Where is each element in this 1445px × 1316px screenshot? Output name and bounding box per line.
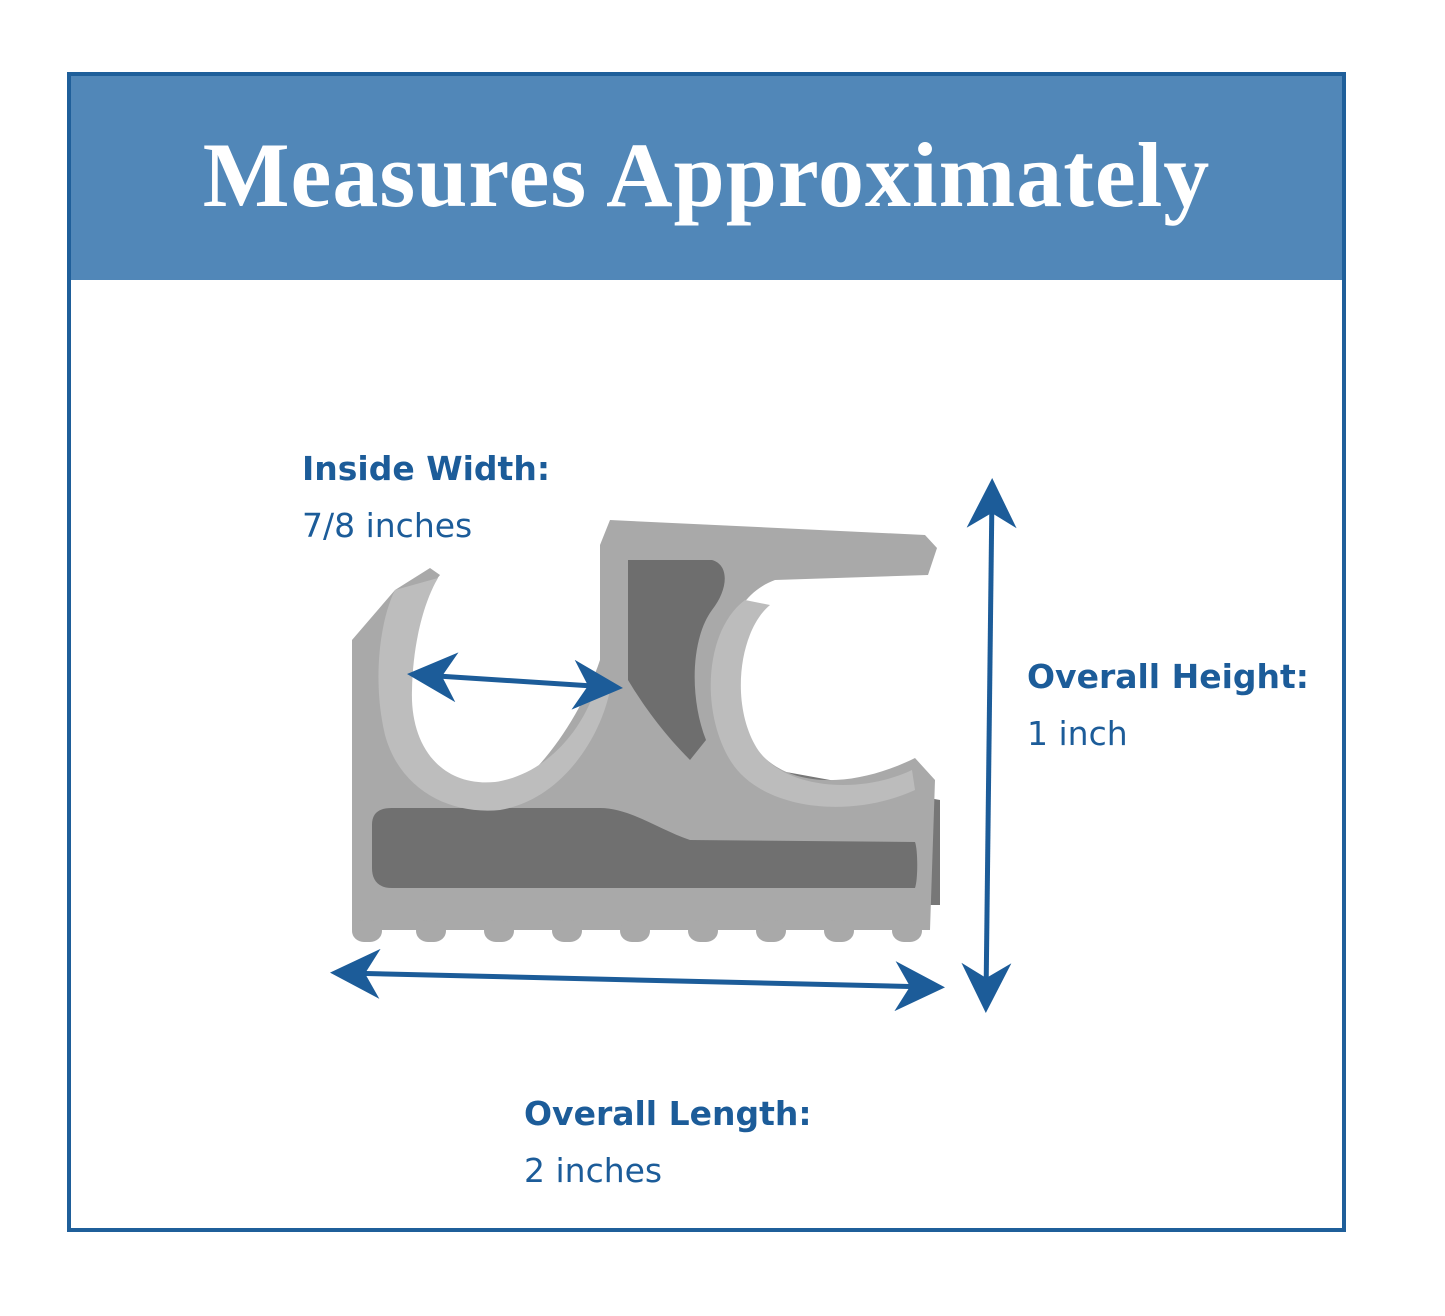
inside-width-label: Inside Width: 7/8 inches	[302, 448, 550, 547]
overall-height-label: Overall Height: 1 inch	[1027, 656, 1309, 755]
pipe-clip-right-hook	[710, 600, 915, 807]
tooth	[892, 920, 922, 942]
tooth	[688, 920, 718, 942]
overall-height-arrow	[961, 478, 1017, 1013]
tooth	[484, 920, 514, 942]
overall-height-heading: Overall Height:	[1027, 657, 1309, 696]
inside-width-value: 7/8 inches	[302, 506, 473, 546]
tooth	[416, 920, 446, 942]
tooth	[620, 920, 650, 942]
pipe-clip-bottom-slot	[372, 808, 918, 888]
banner-title: Measures Approximately	[202, 124, 1211, 226]
inside-width-heading: Inside Width:	[302, 449, 551, 488]
overall-length-value: 2 inches	[524, 1151, 663, 1191]
tooth	[824, 920, 854, 942]
pipe-clip-image	[352, 520, 940, 942]
tooth	[756, 920, 786, 942]
tooth	[552, 920, 582, 942]
pipe-clip-teeth	[352, 920, 922, 942]
measurement-frame: Measures Approximately	[67, 72, 1346, 1232]
inside-width-arrow	[407, 652, 623, 710]
tooth	[352, 920, 382, 942]
overall-length-label: Overall Length: 2 inches	[524, 1093, 812, 1192]
overall-length-arrow	[330, 948, 945, 1012]
pipe-clip-left-hook	[378, 578, 610, 811]
overall-height-value: 1 inch	[1027, 714, 1128, 754]
pipe-clip-inner-window	[628, 560, 725, 760]
overall-length-heading: Overall Length:	[524, 1094, 812, 1133]
title-banner: Measures Approximately	[71, 76, 1342, 280]
